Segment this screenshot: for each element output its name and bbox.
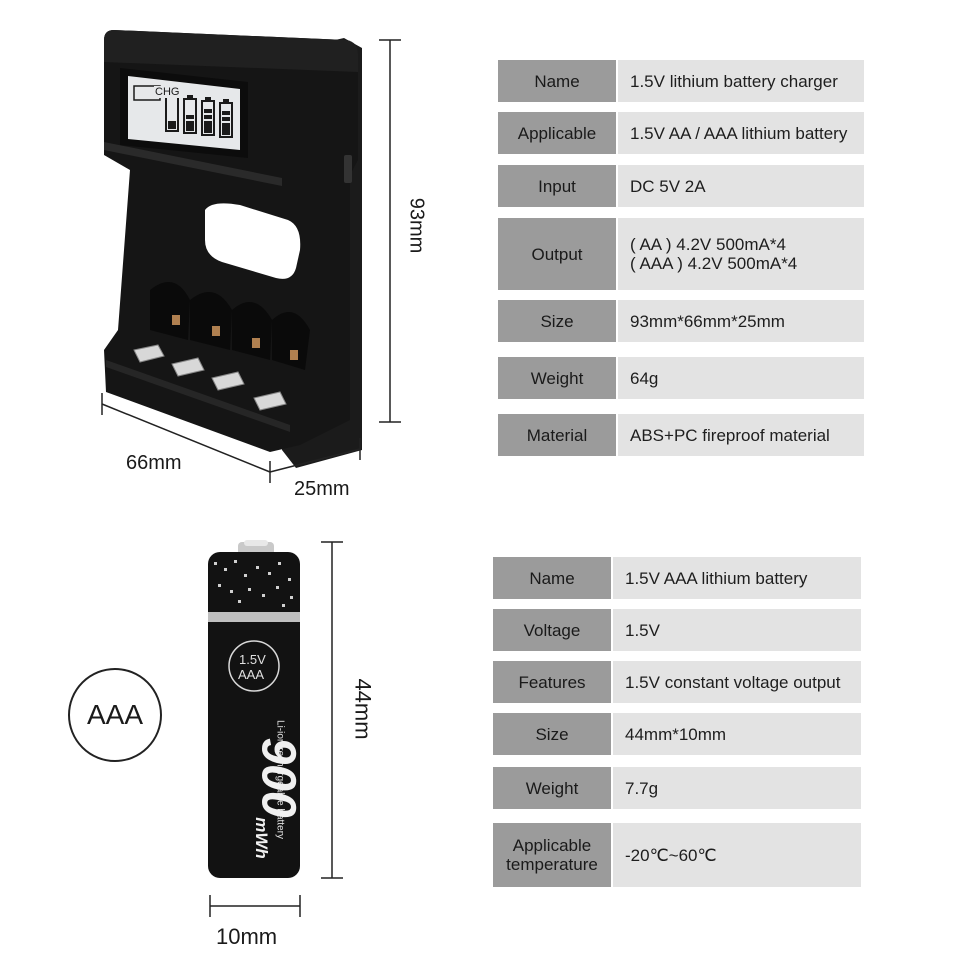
battery-unit-label: mWh — [251, 817, 271, 859]
spec-key: Input — [498, 165, 616, 207]
battery-height-label: 44mm — [350, 678, 376, 740]
spec-row-output: Output ( AA ) 4.2V 500mA*4 ( AAA ) 4.2V … — [498, 218, 864, 290]
spec-value: DC 5V 2A — [618, 165, 864, 207]
battery-voltage-label: 1.5V — [239, 652, 266, 667]
spec-key: Material — [498, 414, 616, 456]
spec-value: 1.5V constant voltage output — [613, 661, 861, 703]
charger-spec-table: Name 1.5V lithium battery charger Applic… — [498, 60, 864, 456]
charger-width-label: 66mm — [126, 452, 182, 474]
spec-row-name: Name 1.5V AAA lithium battery — [493, 557, 861, 599]
spec-row-input: Input DC 5V 2A — [498, 165, 864, 207]
spec-row-size: Size 93mm*66mm*25mm — [498, 300, 864, 342]
spec-value: 1.5V AAA lithium battery — [613, 557, 861, 599]
spec-row-applicable: Applicable 1.5V AA / AAA lithium battery — [498, 112, 864, 154]
spec-key: Size — [498, 300, 616, 342]
spec-value: 7.7g — [613, 767, 861, 809]
spec-row-material: Material ABS+PC fireproof material — [498, 414, 864, 456]
lcd-chg-label: CHG — [154, 86, 181, 98]
charger-depth-label: 25mm — [294, 478, 350, 500]
spec-key: Name — [498, 60, 616, 102]
output-aaa: ( AAA ) 4.2V 500mA*4 — [630, 254, 798, 273]
spec-row-weight: Weight 7.7g — [493, 767, 861, 809]
spec-value: 1.5V — [613, 609, 861, 651]
spec-key: Weight — [498, 357, 616, 399]
spec-value: 1.5V AA / AAA lithium battery — [618, 112, 864, 154]
battery-spec-table: Name 1.5V AAA lithium battery Voltage 1.… — [493, 557, 861, 887]
spec-key: Size — [493, 713, 611, 755]
spec-key: Name — [493, 557, 611, 599]
battery-width-label: 10mm — [216, 924, 278, 949]
spec-value: 1.5V lithium battery charger — [618, 60, 864, 102]
spec-key: Output — [498, 218, 616, 290]
spec-row-size: Size 44mm*10mm — [493, 713, 861, 755]
spec-value: -20℃~60℃ — [613, 823, 861, 887]
spec-value: 64g — [618, 357, 864, 399]
spec-row-weight: Weight 64g — [498, 357, 864, 399]
spec-row-name: Name 1.5V lithium battery charger — [498, 60, 864, 102]
spec-row-features: Features 1.5V constant voltage output — [493, 661, 861, 703]
spec-key: Voltage — [493, 609, 611, 651]
spec-value: 93mm*66mm*25mm — [618, 300, 864, 342]
spec-key: Applicable — [498, 112, 616, 154]
spec-value: ( AA ) 4.2V 500mA*4 ( AAA ) 4.2V 500mA*4 — [618, 218, 864, 290]
spec-value: 44mm*10mm — [613, 713, 861, 755]
spec-row-voltage: Voltage 1.5V — [493, 609, 861, 651]
spec-value: ABS+PC fireproof material — [618, 414, 864, 456]
battery-type-label: AAA — [238, 667, 265, 682]
spec-key: Applicable temperature — [493, 823, 611, 887]
spec-key: Weight — [493, 767, 611, 809]
spec-row-temperature: Applicable temperature -20℃~60℃ — [493, 823, 861, 887]
output-aa: ( AA ) 4.2V 500mA*4 — [630, 235, 786, 254]
spec-key: Features — [493, 661, 611, 703]
aaa-badge: AAA — [68, 668, 162, 762]
